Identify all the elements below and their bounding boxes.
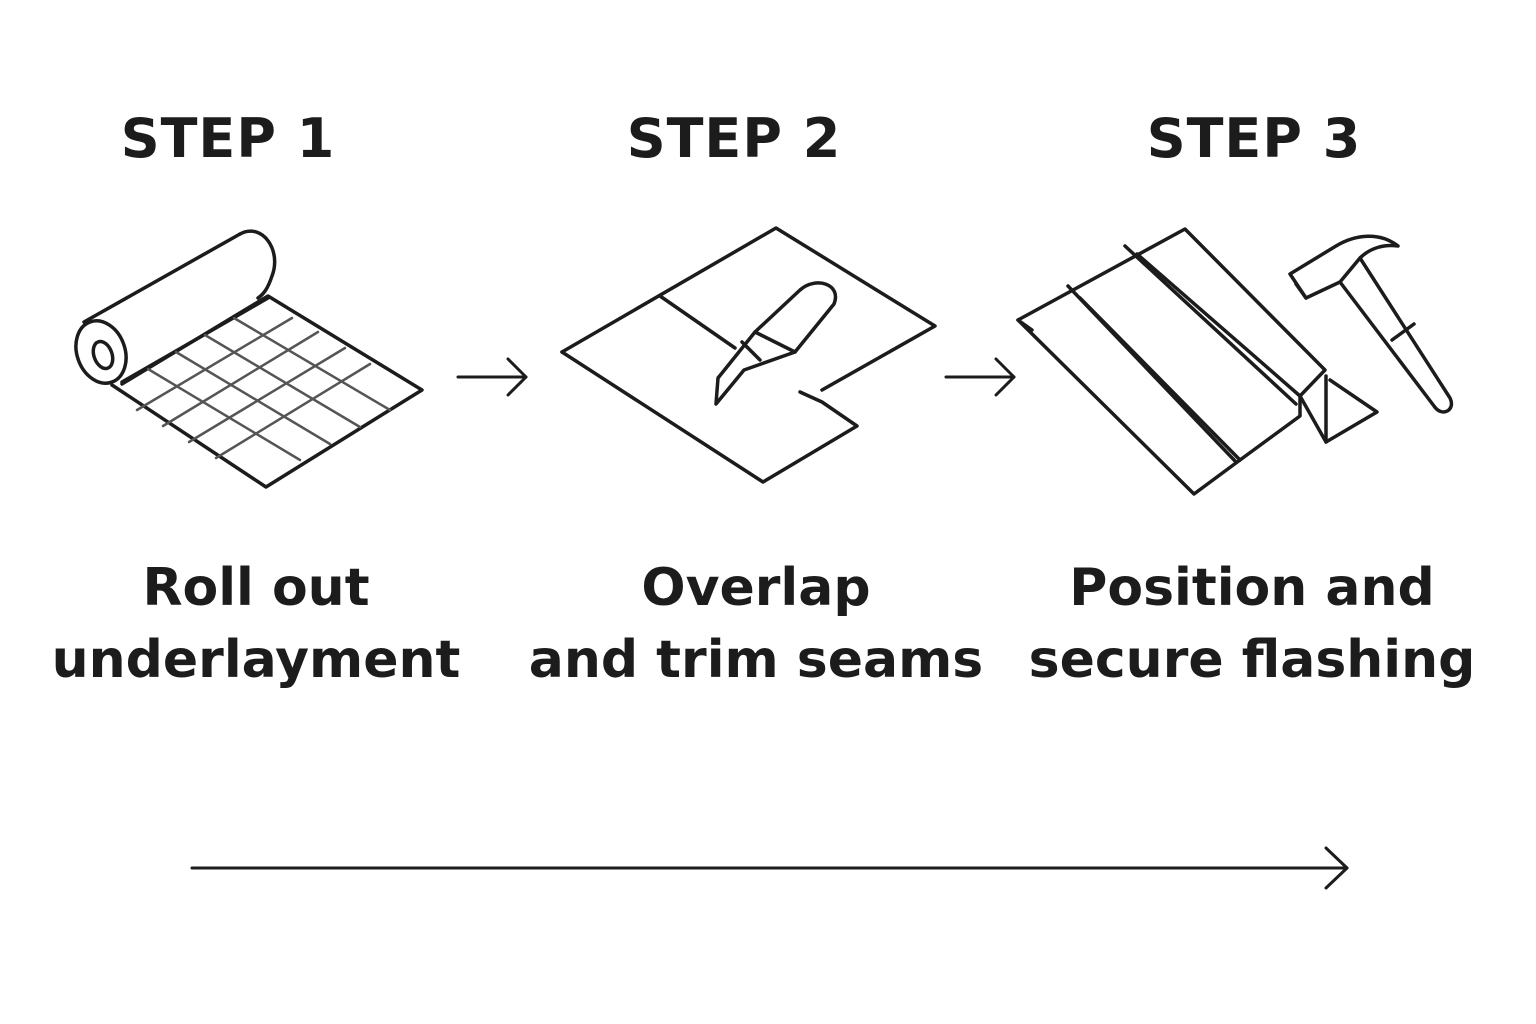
utility-knife-icon [560,226,937,484]
step-3-caption: Position and secure flashing [1022,552,1482,696]
step-1-caption-line2: underlayment [51,630,461,690]
step-1-title: STEP 1 [120,107,336,170]
step-2-caption: Overlap and trim seams [526,552,986,696]
step-2-caption-line1: Overlap [641,558,871,618]
long-arrow-right-icon [190,846,1349,890]
flashing-hammer-icon [1016,227,1454,496]
underlayment-roll-icon [74,229,424,489]
arrow-right-icon [944,357,1016,397]
step-1-caption-line1: Roll out [142,558,370,618]
step-2-title: STEP 2 [626,107,842,170]
arrow-right-icon [456,357,528,397]
step-3-title: STEP 3 [1146,107,1362,170]
step-3-caption-line1: Position and [1069,558,1435,618]
step-3-caption-line2: secure flashing [1028,630,1476,690]
step-2-caption-line2: and trim seams [528,630,984,690]
step-1-caption: Roll out underlayment [26,552,486,696]
